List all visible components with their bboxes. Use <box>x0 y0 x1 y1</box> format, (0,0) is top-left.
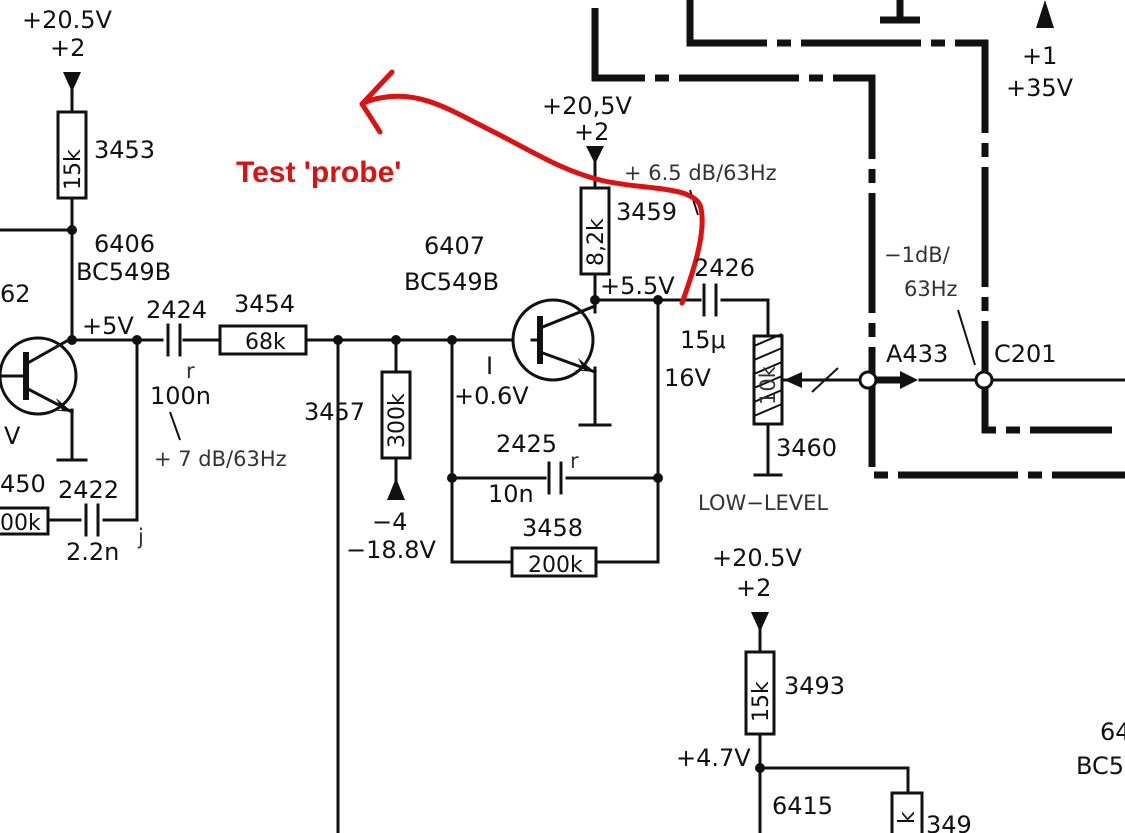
rail-neg-node: −4 <box>372 508 407 536</box>
wiper-arrow-icon <box>784 372 802 388</box>
resistor-bottom-fragment: k <box>890 791 924 833</box>
transistor-right-fragment-ref: 64 <box>1100 718 1125 746</box>
potentiometer-3460-value: 10k <box>756 365 780 405</box>
capacitor-2422 <box>84 503 100 537</box>
note-65db: + 6.5 dB/63Hz <box>624 161 777 185</box>
transistor-6406-ref: 6406 <box>94 230 155 258</box>
transistor-6415-ref: 6415 <box>772 792 833 820</box>
transistor-right-fragment-type: BC5 <box>1076 752 1124 780</box>
capacitor-2424-ref: 2424 <box>146 296 207 324</box>
capacitor-2426-ref: 2426 <box>694 254 755 282</box>
rail-neg-voltage: −18.8V <box>346 536 437 564</box>
arrow-mid-rail <box>586 146 604 164</box>
capacitor-2425-mark: r <box>570 449 579 473</box>
capacitor-2422-mark: j <box>137 525 144 549</box>
screen-outline <box>591 0 1125 479</box>
rail-left-voltage: +20.5V <box>22 6 113 34</box>
labels: +20.5V +2 +20,5V +2 +1 +35V +20.5V +2 −4… <box>0 6 1125 833</box>
test-probe-label: Test 'probe' <box>236 156 401 189</box>
transistor-left-fragment-ref: 62 <box>0 280 31 308</box>
resistor-3457: 300k <box>380 370 412 460</box>
connector-a433 <box>858 370 918 390</box>
arrow-bottom-rail <box>751 612 769 632</box>
resistor-3459: 8,2k <box>579 186 611 276</box>
resistor-3458-value: 200k <box>528 553 583 578</box>
low-level-label: LOW−LEVEL <box>698 491 828 515</box>
resistor-3453: 15k <box>56 110 88 200</box>
capacitor-2425-value: 10n <box>488 480 534 508</box>
transistor-6407 <box>511 298 597 382</box>
resistor-3458: 200k <box>510 546 598 578</box>
note-1db-pointer <box>957 309 976 366</box>
potentiometer-3460-ref: 3460 <box>776 434 837 462</box>
voltage-bottom-node: +4.7V <box>676 744 751 772</box>
rail-bottom-node: +2 <box>736 574 771 602</box>
resistor-3457-value: 300k <box>385 393 410 448</box>
resistor-3453-value: 15k <box>61 149 86 190</box>
voltage-tick-mark: I <box>486 352 493 380</box>
resistor-3459-ref: 3459 <box>616 198 677 226</box>
trim-slash <box>811 367 839 393</box>
resistor-3493-value: 15k <box>749 681 774 722</box>
rail-mid-node: +2 <box>574 118 609 146</box>
transistor-6407-ref: 6407 <box>424 232 485 260</box>
note-7db-pointer <box>169 411 181 441</box>
rail-bottom-voltage: +20.5V <box>712 544 803 572</box>
test-probe-path <box>359 93 705 306</box>
resistor-3453-ref: 3453 <box>94 136 155 164</box>
resistor-bottom-fragment-value: k <box>895 811 920 824</box>
note-1db-line2: 63Hz <box>904 277 958 301</box>
resistor-left-fragment-ref: 450 <box>0 470 46 498</box>
test-probe-arrow-icon <box>359 69 395 135</box>
resistor-3454: 68k <box>218 324 308 356</box>
screen-inner <box>591 8 1125 479</box>
connector-c201 <box>974 370 994 390</box>
rail-left-node: +2 <box>50 34 85 62</box>
transistor-6407-type: BC549B <box>404 268 499 296</box>
connector-a433-label: A433 <box>886 340 948 368</box>
capacitor-2426-value: 15μ <box>680 326 726 354</box>
capacitor-2424-value: 100n <box>150 382 211 410</box>
resistor-3454-ref: 3454 <box>234 290 295 318</box>
voltage-6407-collector: +5.5V <box>600 272 675 300</box>
resistor-left-fragment: 00k <box>0 506 50 536</box>
resistor-left-fragment-value: 00k <box>0 511 41 536</box>
junction-dots <box>67 225 765 773</box>
resistor-3454-value: 68k <box>245 330 286 355</box>
arrow-right-rail <box>1036 0 1054 28</box>
capacitor-2426 <box>702 283 718 317</box>
supply-arrows <box>63 0 1054 632</box>
resistor-3459-value: 8,2k <box>584 218 609 266</box>
a433-arrow-icon <box>900 371 918 389</box>
rail-mid-voltage: +20,5V <box>542 92 633 120</box>
transistor-6406-type: BC549B <box>76 258 171 286</box>
capacitor-2425-ref: 2425 <box>496 430 557 458</box>
voltage-left-fragment: V <box>4 422 21 450</box>
arrow-neg-rail <box>387 478 405 500</box>
rail-right-voltage: +35V <box>1006 74 1074 102</box>
resistor-bottom-fragment-ref: 349 <box>926 811 972 833</box>
note-7db: + 7 dB/63Hz <box>154 447 287 471</box>
resistor-3493: 15k <box>744 650 776 736</box>
connector-c201-label: C201 <box>994 340 1057 368</box>
note-1db-line1: −1dB/ <box>884 243 951 267</box>
capacitor-2424-mark: r <box>186 359 195 383</box>
capacitor-2424 <box>166 323 182 357</box>
arrow-left-rail <box>63 72 81 92</box>
capacitor-2422-ref: 2422 <box>58 476 119 504</box>
rail-right-node: +1 <box>1022 42 1057 70</box>
capacitor-2426-voltage: 16V <box>664 364 712 392</box>
potentiometer-3460: 10k <box>752 333 839 426</box>
capacitor-2422-value: 2.2n <box>66 538 119 566</box>
voltage-6407-base: +0.6V <box>454 382 529 410</box>
screen-outer <box>686 0 1112 434</box>
resistor-3457-ref: 3457 <box>304 398 365 426</box>
resistor-3458-ref: 3458 <box>522 514 583 542</box>
resistor-3493-ref: 3493 <box>784 672 845 700</box>
capacitor-2425 <box>547 461 563 495</box>
transistor-6406 <box>0 335 78 416</box>
voltage-6406-emitter: +5V <box>82 312 134 340</box>
